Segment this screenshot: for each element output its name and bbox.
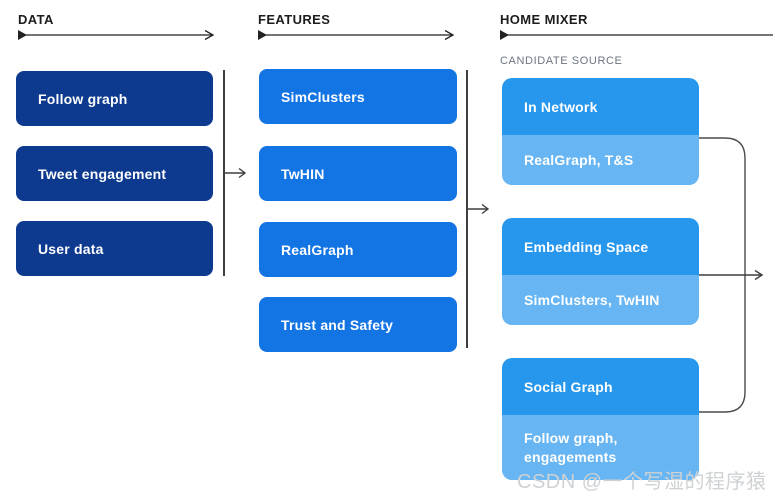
features-axis-arrow: [258, 29, 455, 41]
data-box-follow-graph: Follow graph: [16, 71, 213, 126]
data-to-features-arrow: [225, 167, 247, 179]
data-box-user-data: User data: [16, 221, 213, 276]
column-header-data: DATA: [18, 12, 54, 27]
mixer-box-subtitle-bar: SimClusters, TwHIN: [502, 275, 699, 325]
mixer-box-subtitle: RealGraph, T&S: [524, 152, 634, 168]
mixer-box-subtitle: SimClusters, TwHIN: [524, 292, 660, 308]
box-label: TwHIN: [281, 165, 325, 182]
mixer-box-title-bar: Social Graph: [502, 358, 699, 415]
box-label: SimClusters: [281, 88, 365, 105]
box-label: Trust and Safety: [281, 316, 394, 333]
box-label: RealGraph: [281, 241, 354, 258]
mixer-output-arrow: [699, 269, 764, 281]
mixer-box-subtitle: Follow graph, engagements: [524, 429, 618, 465]
mixer-box-title: Embedding Space: [524, 238, 649, 255]
box-label: User data: [38, 240, 104, 257]
features-mixer-divider: [466, 70, 468, 348]
column-header-features: FEATURES: [258, 12, 331, 27]
mixer-box-title: In Network: [524, 98, 598, 115]
box-label: Follow graph: [38, 90, 128, 107]
watermark: CSDN @一个写湿的程序猿: [517, 471, 767, 493]
features-box-realgraph: RealGraph: [259, 222, 457, 277]
mixer-box-subtitle-bar: Follow graph, engagements: [502, 415, 699, 480]
box-label: Tweet engagement: [38, 165, 167, 182]
column-header-home-mixer: HOME MIXER: [500, 12, 588, 27]
features-box-twhin: TwHIN: [259, 146, 457, 201]
mixer-box-social-graph: Social Graph Follow graph, engagements: [502, 358, 699, 480]
features-to-mixer-arrow: [468, 203, 490, 215]
data-box-tweet-engagement: Tweet engagement: [16, 146, 213, 201]
features-box-trust-and-safety: Trust and Safety: [259, 297, 457, 352]
mixer-box-subtitle-bar: RealGraph, T&S: [502, 135, 699, 185]
mixer-box-title-bar: In Network: [502, 78, 699, 135]
mixer-box-title-bar: Embedding Space: [502, 218, 699, 275]
mixer-box-title: Social Graph: [524, 378, 613, 395]
data-axis-arrow: [18, 29, 215, 41]
mixer-box-embedding-space: Embedding Space SimClusters, TwHIN: [502, 218, 699, 325]
candidate-source-label: CANDIDATE SOURCE: [500, 55, 623, 67]
home-mixer-axis-line: [500, 30, 773, 40]
features-box-simclusters: SimClusters: [259, 69, 457, 124]
mixer-box-in-network: In Network RealGraph, T&S: [502, 78, 699, 185]
data-features-divider: [223, 70, 225, 276]
